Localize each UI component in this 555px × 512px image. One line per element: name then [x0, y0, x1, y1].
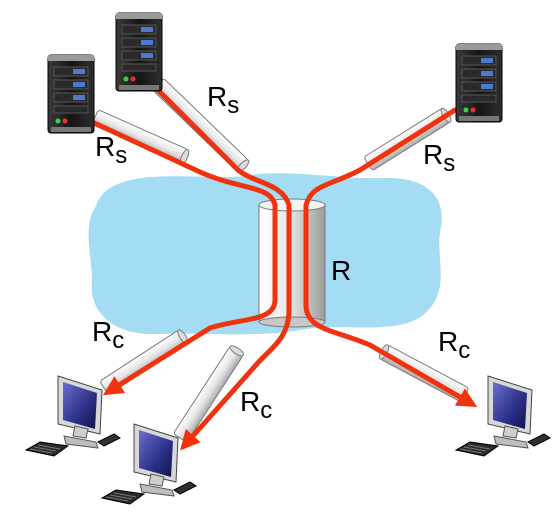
server-link-pipe-top [153, 78, 250, 173]
label-client-link-left: Rc [92, 316, 125, 354]
flow-line-left-server [85, 117, 278, 396]
bottleneck-pipe [258, 198, 326, 328]
label-client-link-right: Rc [438, 326, 471, 364]
label-server-link-left: Rs [95, 131, 128, 169]
computer-icon-right [455, 375, 551, 457]
server-icon-left [47, 54, 95, 134]
label-server-link-top: Rs [207, 81, 240, 119]
server-icon-right [455, 43, 503, 123]
label-client-link-middle: Rc [240, 386, 273, 424]
flow-line-top-server [151, 83, 292, 451]
client-link-pipe-middle [173, 345, 245, 442]
label-server-link-right: Rs [423, 139, 456, 177]
label-bottleneck: R [331, 255, 352, 286]
flow-line-right-server [303, 107, 478, 408]
server-icon-top [115, 12, 163, 92]
